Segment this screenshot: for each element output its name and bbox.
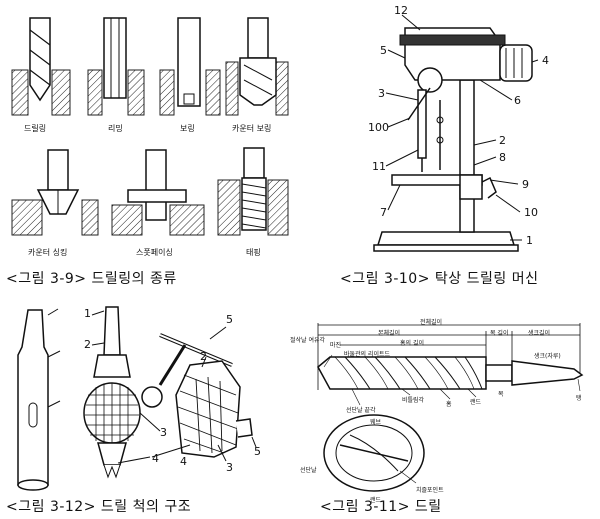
callout-2: 2 <box>499 134 506 147</box>
reaming-sketch <box>87 17 145 116</box>
fig-3-9-drilling-types: 드릴링 리밍 보링 카운터 보링 카운터 싱킹 스폿페이싱 태핑 <그림 3-9… <box>0 0 290 290</box>
fig-3-11-drawing <box>317 323 584 492</box>
label-margin: 마진 <box>330 342 342 349</box>
callout-2b: 2 <box>200 350 207 363</box>
callout-5b: 5 <box>254 445 261 458</box>
label-body-clearance: 바둘관의 리이트드 <box>344 351 391 358</box>
label-groove-length: 홈의 길이 <box>400 340 424 347</box>
label-body-length: 본체길이 <box>378 330 401 337</box>
label-land-end: 랜드 <box>370 497 382 504</box>
callout-1: 1 <box>526 234 533 247</box>
label-tang: 탱 <box>576 395 582 402</box>
label-total-length: 전체길이 <box>420 319 443 326</box>
callout-12: 12 <box>394 4 408 17</box>
callout-100: 100 <box>368 121 389 134</box>
callout-9: 9 <box>522 178 529 191</box>
fig-3-11-drill: 전체길이 본체길이 홈의 길이 목 길이 생크길이 절삭날 여유각 마진 바둘관… <box>290 295 600 519</box>
fig-3-10-caption: <그림 3-10> 탁상 드릴링 머신 <box>340 271 539 287</box>
drilling-sketch <box>11 17 71 116</box>
callout-6: 6 <box>514 94 521 107</box>
callout-4: 4 <box>152 452 159 465</box>
callout-11: 11 <box>372 160 386 173</box>
label-neck: 목 <box>498 391 504 398</box>
fig-3-12-drawing <box>17 306 257 491</box>
label-reaming: 리밍 <box>108 124 123 133</box>
callout-4: 4 <box>542 54 549 67</box>
label-spotfacing: 스폿페이싱 <box>136 248 173 257</box>
label-chisel-edge: 치즐포인트 <box>416 487 444 494</box>
fig-3-11-caption: <그림 3-11> 드릴 <box>320 499 442 515</box>
label-point-angle: 선단날 끝각 <box>346 407 376 414</box>
label-shank-length: 생크길이 <box>528 330 551 337</box>
callout-5: 5 <box>380 44 387 57</box>
fig-3-12-drill-chuck: 1 2 3 4 5 2 3 4 5 <그림 3-12> 드릴 척의 구조 <box>0 295 290 519</box>
label-groove: 홈 <box>446 401 452 408</box>
label-counterboring: 카운터 보링 <box>232 124 272 133</box>
label-countersinking: 카운터 싱킹 <box>28 248 68 257</box>
callout-2: 2 <box>84 338 91 351</box>
fig-3-9-drawing <box>11 17 289 236</box>
callout-5: 5 <box>226 313 233 326</box>
fig-3-12-caption: <그림 3-12> 드릴 척의 구조 <box>6 499 192 515</box>
callout-10: 10 <box>524 206 538 219</box>
callout-8: 8 <box>499 151 506 164</box>
label-drilling: 드릴링 <box>24 124 47 133</box>
boring-sketch <box>159 17 221 116</box>
label-lip-relief: 절삭날 여유각 <box>290 337 326 344</box>
fig-3-10-drawing <box>373 14 539 252</box>
label-tapping: 태핑 <box>246 248 261 257</box>
countersinking-sketch <box>11 149 99 236</box>
label-shank: 생크(자루) <box>534 353 561 360</box>
callout-7: 7 <box>380 206 387 219</box>
tapping-sketch <box>217 147 289 236</box>
label-land: 랜드 <box>470 399 482 406</box>
label-helix-angle: 비틀림각 <box>402 397 425 404</box>
callout-4b: 4 <box>180 455 187 468</box>
fig-3-10-bench-drill: 12 5 4 3 6 100 2 11 8 9 7 10 1 <그림 3-10>… <box>300 0 600 290</box>
callout-3b: 3 <box>226 461 233 474</box>
callout-3: 3 <box>160 426 167 439</box>
label-neck-length: 목 길이 <box>490 330 509 337</box>
spotfacing-sketch <box>111 149 205 236</box>
label-boring: 보링 <box>180 124 195 133</box>
fig-3-9-caption: <그림 3-9> 드릴링의 종류 <box>6 271 177 287</box>
label-web: 웨브 <box>370 419 382 426</box>
callout-3: 3 <box>378 87 385 100</box>
label-cutting-edge: 선단날 <box>300 467 317 474</box>
callout-1: 1 <box>84 307 91 320</box>
counterboring-sketch <box>225 17 289 116</box>
